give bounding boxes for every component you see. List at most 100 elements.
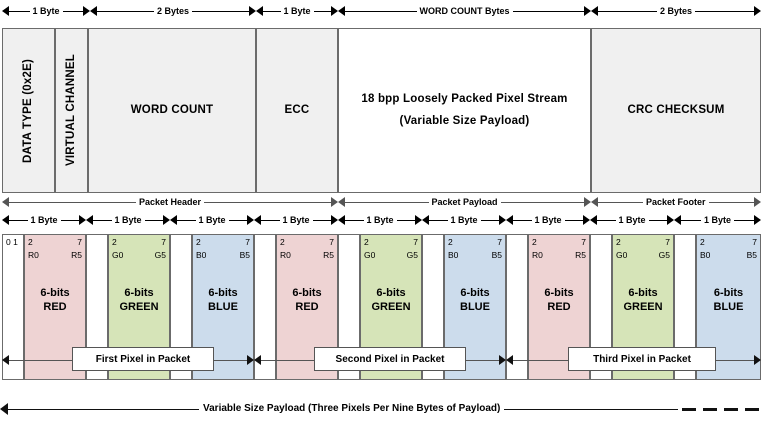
dimension-segment: 1 Byte [254,211,338,229]
signal-end-label: R5 [575,250,586,260]
callout-line [261,360,314,361]
dimension-line [261,220,280,221]
dimension-line [695,11,754,12]
arrow-right-icon [499,355,506,365]
bit-start-index: 2 [112,237,117,247]
arrow-left-icon [422,215,429,225]
arrow-left-icon [674,215,681,225]
dimension-line [564,220,583,221]
dimension-label: 1 Byte [195,211,229,229]
dimension-line [597,220,616,221]
pixel-callout: Third Pixel in Packet [506,347,761,373]
signal-start-label: B0 [700,250,711,260]
top-dimension-row: 1 Byte 2 Bytes 1 Byte WORD COUNT Bytes 2 Byt… [0,2,763,20]
dimension-line [192,11,249,12]
signal-end-label: B5 [491,250,502,260]
signal-end-label: G5 [154,250,166,260]
bit-field-caption-line2: GREEN [623,300,663,313]
signal-start-label: B0 [448,250,459,260]
pixel-callout-label: Third Pixel in Packet [568,347,716,371]
arrow-right-icon [584,197,591,207]
dimension-label: Packet Header [136,193,205,211]
bit-end-index: 7 [752,237,757,247]
bit-end-index: 7 [329,237,334,247]
arrow-right-icon [331,6,338,16]
dimension-segment: 1 Byte [590,211,674,229]
dimension-label: Packet Footer [643,193,709,211]
dimension-segment: Packet Footer [591,193,761,211]
dimension-line [598,202,643,203]
arrow-left-icon [338,215,345,225]
signal-end-label: G5 [406,250,418,260]
signal-start-label: G0 [616,250,628,260]
arrow-left-icon [2,197,9,207]
bit-field-caption-line1: 6-bits [208,287,238,299]
arrow-right-icon [754,215,761,225]
bit-field-gap-4 [338,234,360,380]
arrow-left-icon [256,6,263,16]
dimension-segment: 1 Byte [170,211,254,229]
arrow-right-icon [499,215,506,225]
callout-line [466,360,499,361]
signal-end-label: B5 [239,250,250,260]
bit-field-gap-3 [254,234,276,380]
callout-line [513,360,568,361]
payload-summary-line [504,409,678,410]
dimension-segment: 1 Byte [422,211,506,229]
dimension-label: 1 Byte [615,211,649,229]
arrow-right-icon [754,355,761,365]
packet-field-label: VIRTUAL CHANNEL [64,54,77,167]
bit-end-index: 7 [413,237,418,247]
arrow-left-icon [2,6,9,16]
arrow-left-icon [338,197,345,207]
dimension-label: 2 Bytes [657,2,696,20]
bit-field-caption-line2: RED [547,300,571,313]
arrow-left-icon [86,215,93,225]
dimension-line [345,202,429,203]
arrow-left-icon [254,355,261,365]
dimension-label: 1 Byte [280,2,314,20]
payload-summary-label: Variable Size Payload (Three Pixels Per … [199,398,505,420]
dimension-line [62,11,83,12]
dimension-line [512,11,584,12]
bit-field-caption-line1: 6-bits [40,287,70,299]
dimension-segment: 1 Byte [2,2,90,20]
dimension-line [228,220,247,221]
arrow-right-icon [83,6,90,16]
arrow-right-icon [754,197,761,207]
dimension-line [648,220,667,221]
bit-field-gap-5 [422,234,444,380]
bit-field-caption-line2: RED [295,300,319,313]
bit-field-caption-line2: BLUE [713,300,744,313]
dimension-line [734,220,754,221]
dimension-label: 1 Byte [29,2,63,20]
bottom-caption-row: Variable Size Payload (Three Pixels Per … [0,398,763,420]
bit-field-caption-line1: 6-bits [376,287,406,299]
arrow-right-icon [415,215,422,225]
bit-field-caption-line2: BLUE [208,300,238,313]
arrow-right-icon [163,215,170,225]
callout-line [214,360,247,361]
bit-end-index: 7 [77,237,82,247]
dimension-label: WORD COUNT Bytes [416,2,513,20]
dimension-line [345,11,417,12]
continuation-dash [703,408,717,411]
arrow-left-icon [591,6,598,16]
arrow-left-icon [254,215,261,225]
dimension-label: 1 Byte [363,211,397,229]
arrow-left-icon [591,197,598,207]
dimension-line [429,220,448,221]
continuation-dash [724,408,738,411]
bit-end-index: 7 [161,237,166,247]
packet-field-payload: 18 bpp Loosely Packed Pixel Stream(Varia… [338,28,591,193]
dimension-line [97,11,154,12]
continuation-dash [745,408,759,411]
arrow-right-icon [667,215,674,225]
dimension-segment: 2 Bytes [90,2,256,20]
dimension-line [598,11,657,12]
signal-start-label: B0 [196,250,207,260]
arrow-left-icon [338,6,345,16]
continuation-dash [682,408,696,411]
